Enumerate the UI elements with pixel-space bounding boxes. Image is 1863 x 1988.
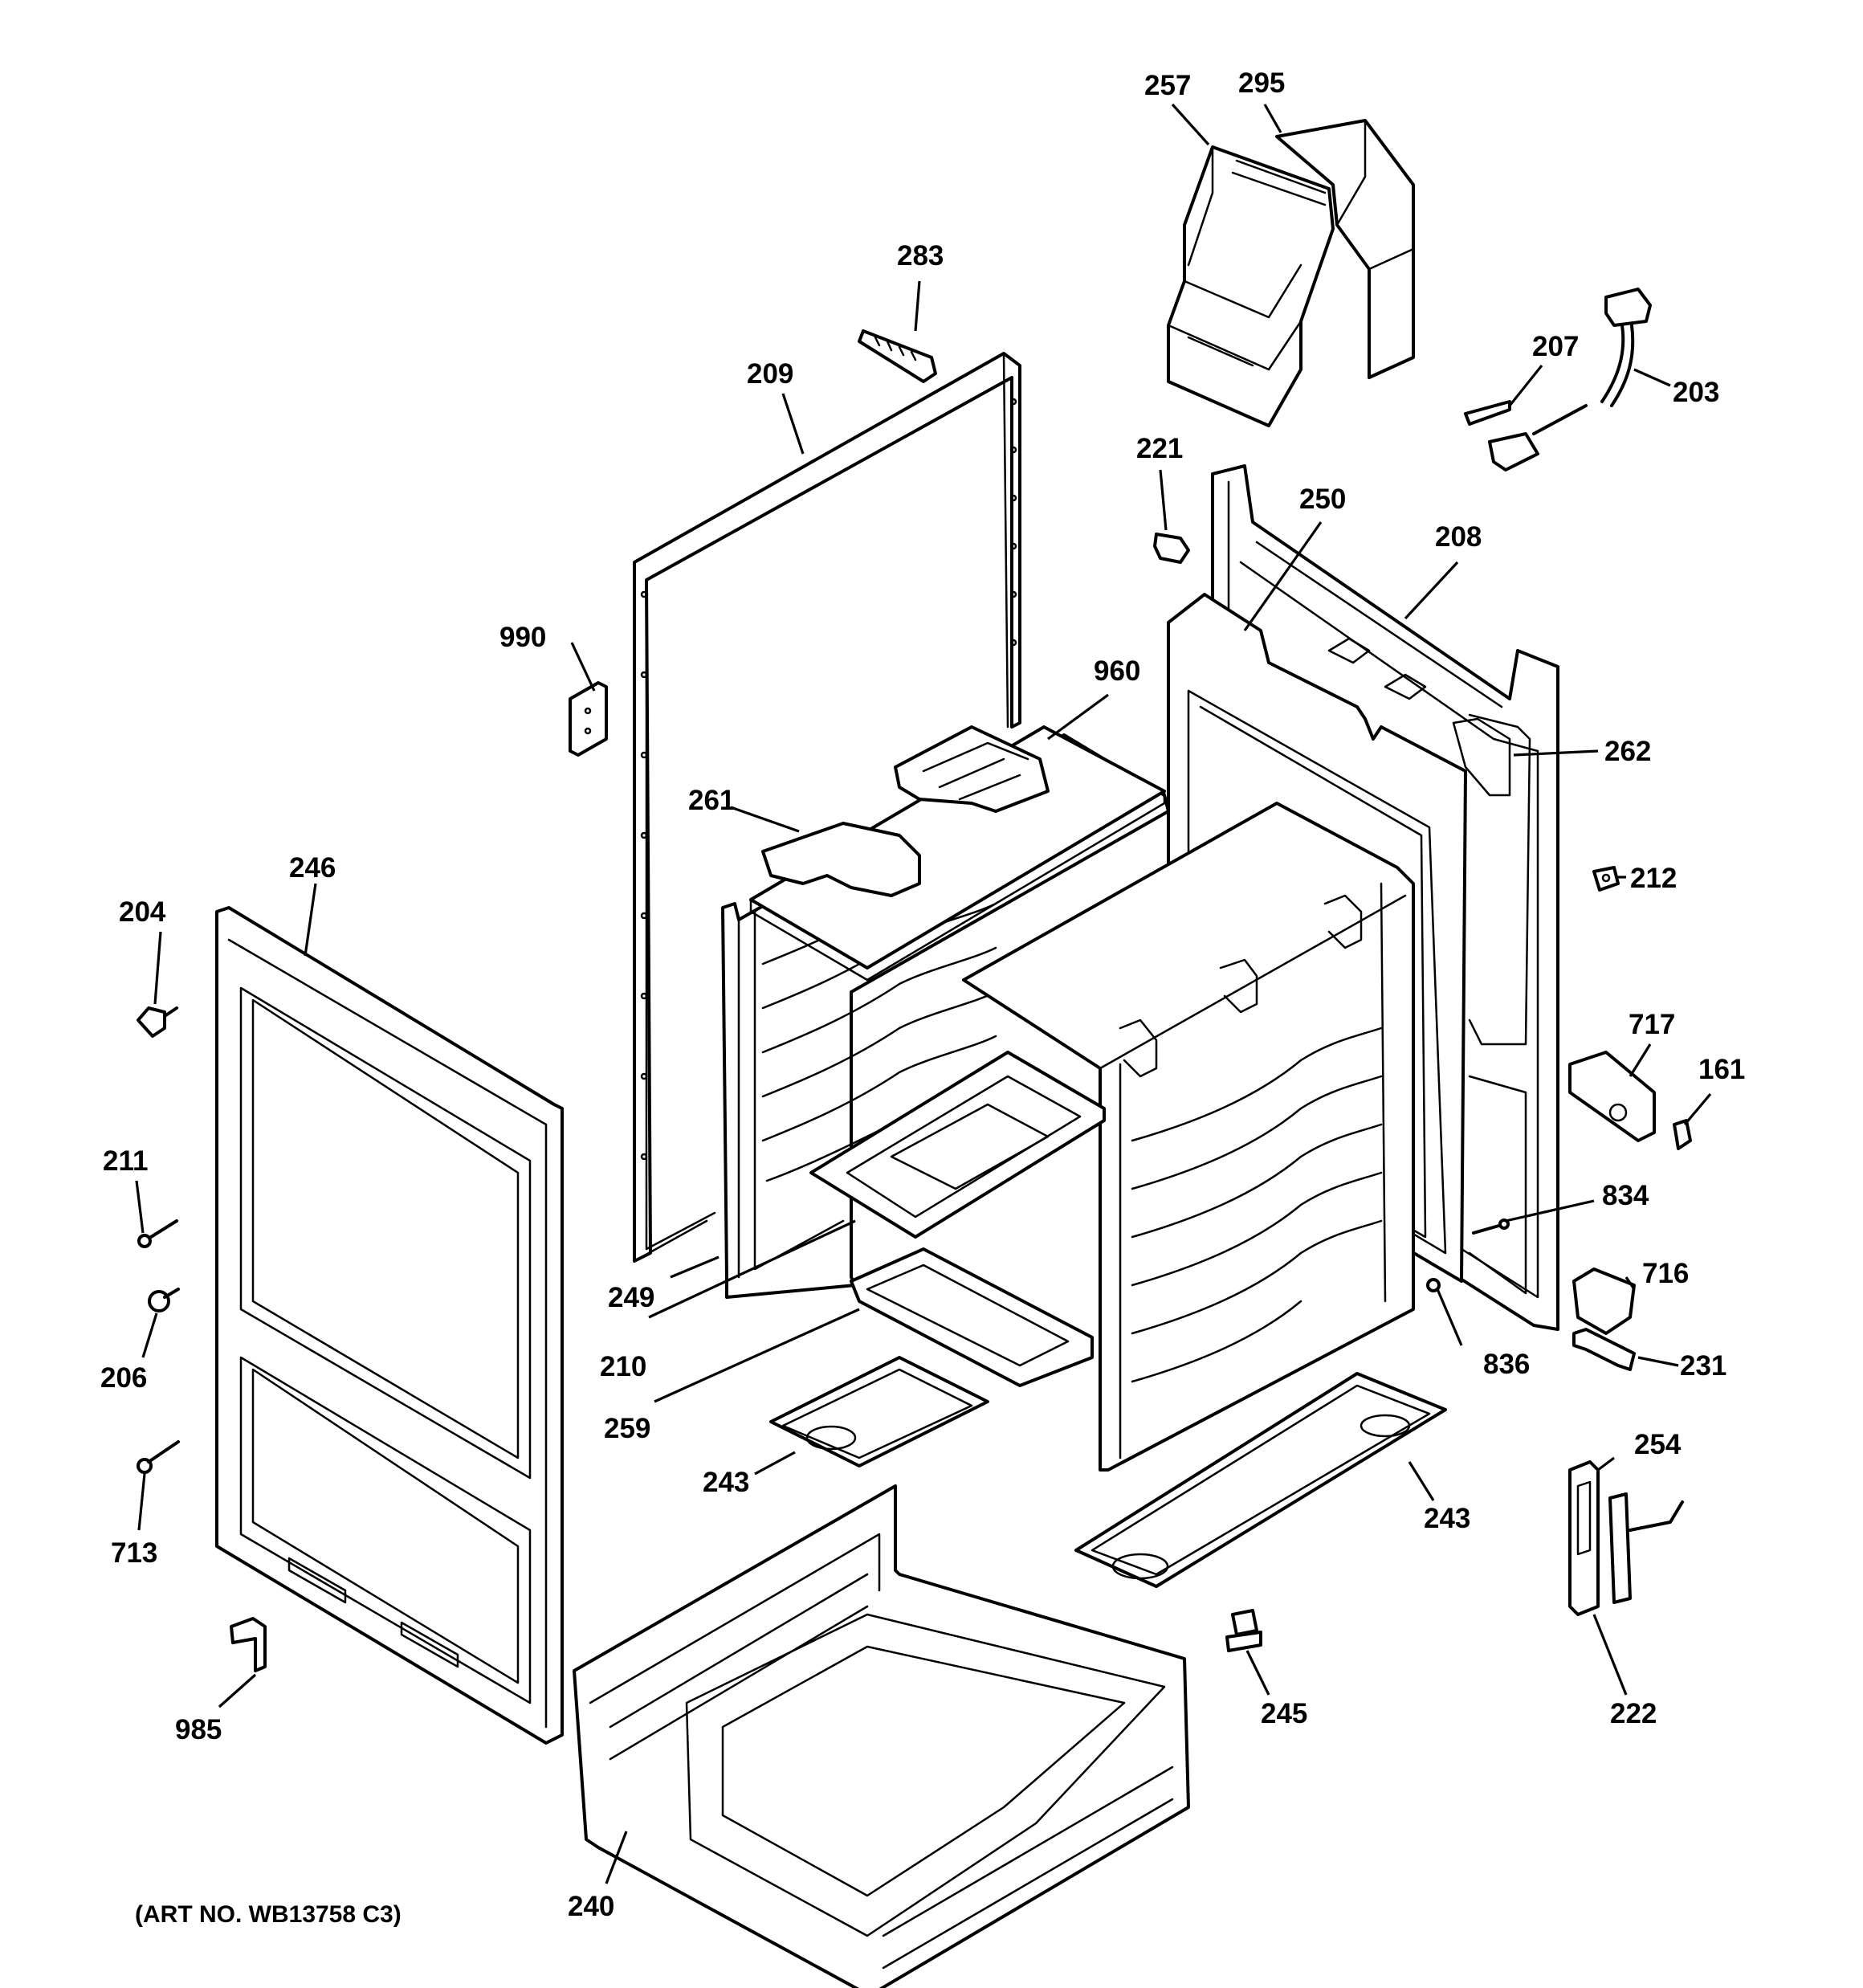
part-259-broiler-pan [850, 1247, 1094, 1387]
part-221-clip [1153, 533, 1190, 564]
callout-243-right: 243 [1424, 1503, 1470, 1534]
part-243-right-burner-support [1074, 1372, 1447, 1588]
part-245-leveling-leg [1225, 1609, 1262, 1652]
part-960-oven-top [749, 725, 1166, 982]
callout-259: 259 [604, 1413, 650, 1444]
callout-713: 713 [111, 1537, 157, 1569]
callout-211: 211 [103, 1145, 148, 1177]
callout-231: 231 [1680, 1350, 1726, 1382]
callout-985: 985 [175, 1714, 222, 1745]
part-283-spring-clip [858, 329, 937, 383]
callout-222: 222 [1610, 1698, 1657, 1729]
part-834-screw [1472, 1219, 1510, 1235]
part-985-bracket [230, 1617, 267, 1672]
callout-210: 210 [600, 1351, 646, 1382]
part-990-bracket [569, 681, 608, 757]
part-222-hinge [1568, 1460, 1600, 1616]
part-243-left-burner-support [769, 1356, 989, 1468]
part-257-vent-duct [1167, 145, 1335, 427]
callout-836: 836 [1483, 1349, 1530, 1380]
part-261-insulation [761, 822, 921, 897]
callout-161: 161 [1698, 1054, 1745, 1085]
part-206-screw [148, 1288, 180, 1312]
callout-207: 207 [1532, 331, 1579, 362]
part-240-storage-drawer [573, 1484, 1190, 1988]
callout-204: 204 [119, 896, 166, 928]
callout-283: 283 [897, 240, 944, 271]
callout-245: 245 [1261, 1698, 1307, 1729]
part-716-bracket [1572, 1268, 1636, 1335]
part-161-clip [1673, 1119, 1692, 1150]
part-210-oven-rack [809, 1051, 1106, 1239]
callout-257: 257 [1144, 70, 1191, 101]
callout-221: 221 [1136, 433, 1183, 464]
callout-254: 254 [1634, 1429, 1682, 1460]
part-713-screw [137, 1440, 180, 1474]
callout-209: 209 [747, 358, 793, 390]
part-212-nut [1592, 866, 1620, 892]
part-246-front-frame [215, 906, 564, 1745]
callout-212: 212 [1630, 863, 1677, 894]
callout-295: 295 [1238, 67, 1285, 99]
callout-246: 246 [289, 852, 336, 884]
callout-261: 261 [688, 785, 735, 816]
callout-240: 240 [568, 1891, 614, 1922]
callout-834: 834 [1602, 1180, 1649, 1211]
part-203-wire-harness [1600, 288, 1652, 407]
part-836-plug [1426, 1278, 1441, 1292]
callout-208: 208 [1435, 521, 1482, 553]
leader-lines [135, 103, 1712, 1884]
art-number-note: (ART NO. WB13758 C3) [135, 1901, 402, 1928]
callout-960: 960 [1094, 655, 1140, 687]
callout-250: 250 [1299, 484, 1346, 515]
callout-716: 716 [1642, 1258, 1689, 1289]
part-209-side-panel [633, 352, 1021, 1263]
part-254-hinge-arm [1608, 1492, 1684, 1604]
callout-262: 262 [1604, 736, 1651, 767]
callout-243-left: 243 [703, 1467, 749, 1498]
callout-717: 717 [1629, 1009, 1675, 1040]
oven-cavity-right-wall [962, 802, 1415, 1472]
callout-203: 203 [1673, 377, 1719, 408]
callout-206: 206 [100, 1362, 147, 1394]
part-717-bracket [1568, 1051, 1656, 1142]
part-207-wire-lead [1464, 400, 1588, 471]
callout-249: 249 [608, 1282, 654, 1313]
callout-labels: 257 295 283 207 203 209 221 250 208 990 … [100, 67, 1745, 1928]
part-204-screw [137, 1006, 178, 1038]
callout-990: 990 [499, 622, 546, 653]
part-211-screw [137, 1219, 178, 1248]
part-295-duct-cover [1275, 119, 1415, 379]
part-262-gasket [1452, 717, 1511, 797]
part-231-clip [1572, 1328, 1636, 1371]
